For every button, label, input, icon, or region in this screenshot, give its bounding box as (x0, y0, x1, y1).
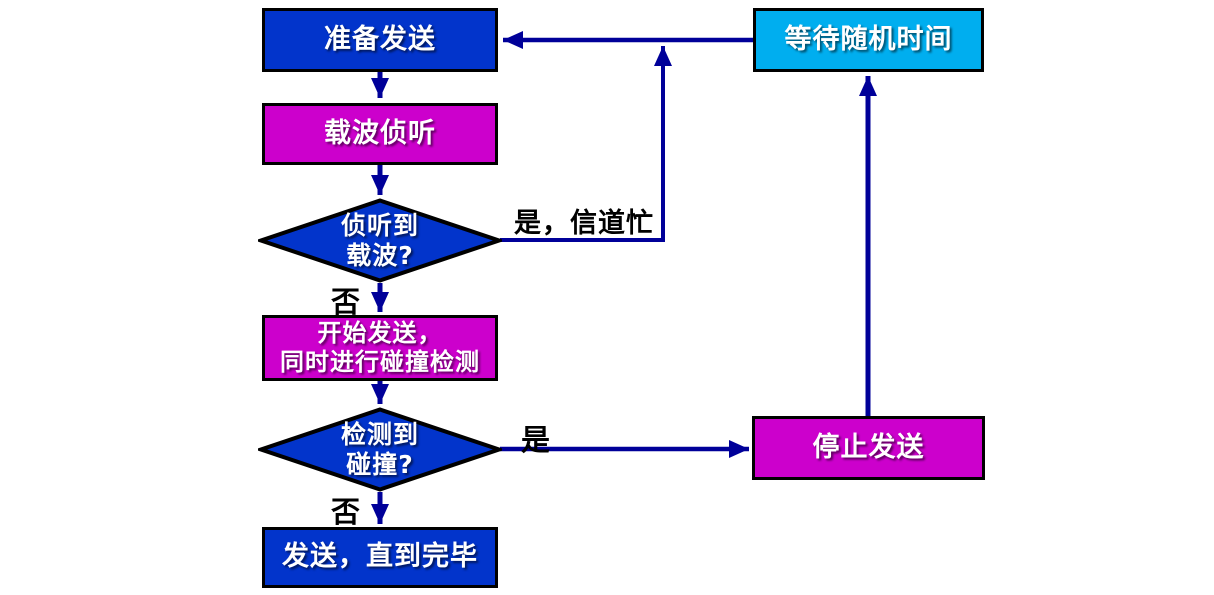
edge-label-no-carrier: 否 (331, 285, 362, 319)
node-send-until-done-label: 发送，直到完毕 (282, 541, 478, 573)
node-wait-random-time-label: 等待随机时间 (784, 23, 953, 55)
edge-label-yes-channel-busy: 是，信道忙 (514, 208, 654, 239)
node-carrier-sense: 载波侦听 (262, 103, 498, 165)
decision-carrier-detected-label: 侦听到 载波? (340, 211, 419, 270)
node-carrier-sense-label: 载波侦听 (324, 117, 436, 149)
diamond-shape (258, 407, 502, 492)
diamond-shape (258, 198, 502, 283)
edge-label-no-collision: 否 (331, 495, 362, 529)
node-start-send-label: 开始发送， 同时进行碰撞检测 (280, 318, 480, 376)
edge-label-yes-collision: 是 (521, 423, 552, 457)
decision-collision-detected: 检测到 碰撞? (258, 407, 502, 492)
node-send-until-done: 发送，直到完毕 (262, 527, 498, 588)
node-stop-send: 停止发送 (752, 416, 985, 480)
node-prepare-send: 准备发送 (262, 8, 498, 72)
node-stop-send-label: 停止发送 (812, 431, 925, 463)
decision-collision-detected-label: 检测到 碰撞? (340, 420, 419, 479)
node-wait-random-time: 等待随机时间 (753, 8, 984, 72)
decision-carrier-detected: 侦听到 载波? (258, 198, 502, 283)
node-prepare-send-label: 准备发送 (324, 23, 436, 55)
node-start-send: 开始发送， 同时进行碰撞检测 (262, 315, 498, 381)
